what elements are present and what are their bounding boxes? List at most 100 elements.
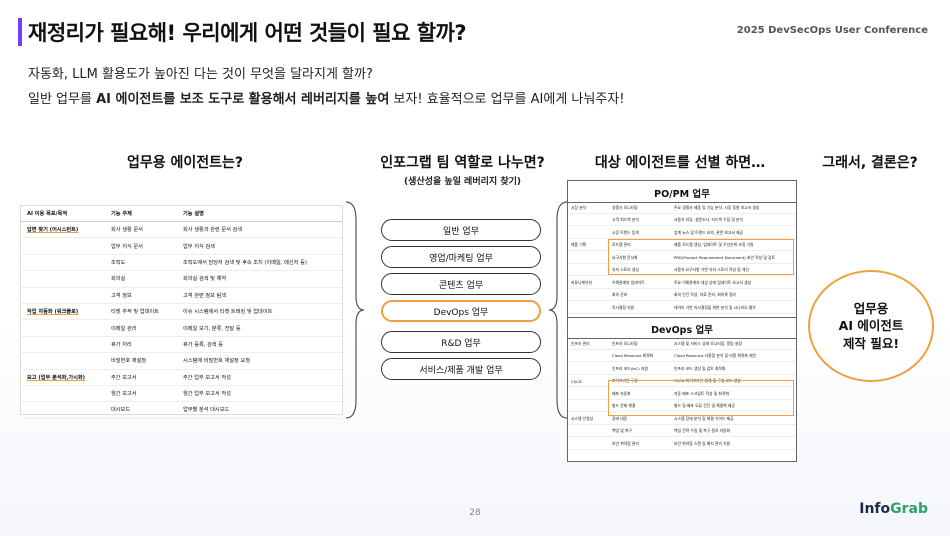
table-cell: 배포 자동화	[612, 390, 631, 396]
table-cell: 회의실 검색 및 예약	[183, 276, 227, 283]
table-cell: 회사 생활과 관련 문서 검색	[183, 227, 243, 234]
table-cell: 회의실	[111, 276, 126, 283]
table-cell: 주간 보고서	[111, 374, 137, 381]
table-row: 회의실 회의실 검색 및 예약	[21, 271, 342, 288]
table-cell: 인프라 모니터링	[612, 340, 638, 346]
table-row: 이메일 관리 이메일 보기, 분류, 전달 등	[21, 320, 342, 337]
table-header-cell: AI 이용 목표/목적	[27, 211, 68, 217]
selected-agents-panel: PO/PM 업무 시장 분석 경쟁사 모니터링 주요 경쟁사 제품 및 기능 분석,…	[567, 180, 797, 462]
table-cell: 사용자 리뷰, 설문조사, 티드백 수집 및 분석	[674, 217, 744, 223]
table-cell: 시스템 안정성	[571, 415, 594, 421]
table-cell: 회의 준비	[612, 292, 628, 298]
table-cell: 인프라 코드(IaC) 지원	[612, 365, 648, 371]
table-cell: 커뮤니케이션	[571, 279, 592, 285]
devops-section-title: DevOps 업무	[651, 325, 713, 336]
table-cell: 업계 뉴스 및 트렌드 요약, 관련 보고서 제공	[674, 229, 744, 235]
table-cell: 사용자 요구사항 기반 유저 스토리 작성 및 개선	[674, 267, 749, 273]
conclusion-circle: 업무용 AI 에이전트 제작 필요!	[808, 270, 934, 382]
table-cell: 시장 분석	[571, 204, 587, 210]
logo-part-a: Info	[859, 501, 891, 517]
table-row: 인프라 관리 인프라 모니터링 시스템 및 서비스 상태 모니터링, 알림 설정	[568, 339, 796, 350]
col2-heading: 인포그랩 팀 역할로 나누면?	[380, 155, 545, 171]
table-cell: 보고 (업무 분석화,가시화)	[27, 374, 86, 381]
table-cell: 빌드 문제 해결	[612, 403, 636, 409]
page-title: 재정리가 필요해! 우리에게 어떤 것들이 필요 할까?	[28, 21, 467, 45]
subtitle-line1: 자동화, LLM 활용도가 높아진 다는 것이 무엇을 달라지게 할까?	[28, 67, 373, 82]
table-cell: 유저 스토리 생성	[612, 267, 639, 273]
table-cell: 조직도에서 담당자 검색 및 후속 조치 (이메일, 메신저 등)	[183, 259, 307, 266]
divider	[568, 317, 796, 318]
subtitle-line2-post: 보자! 효율적으로 업무를 AI에게 나눠주자!	[389, 92, 625, 107]
table-cell: 주간 업무 보고서 작성	[183, 374, 231, 381]
table-cell: 회사 생활 문서	[111, 227, 143, 234]
table-cell: 이해관계자 업데이트	[612, 279, 645, 285]
table-cell: 제품 기획	[571, 242, 587, 248]
table-cell: 휴가 처리	[111, 341, 132, 348]
table-cell: 이메일 보기, 분류, 전달 등	[183, 325, 241, 332]
table-cell: 월간 업무 보고서 작성	[183, 391, 231, 398]
table-cell: 자동 배포 스크립트 작성 및 최적화	[674, 390, 729, 396]
role-pill-devops[interactable]: DevOps 업무	[381, 300, 541, 322]
po-section-title: PO/PM 업무	[654, 189, 710, 200]
col1-heading: 업무용 에이전트는?	[126, 155, 244, 171]
table-row: 유저 스토리 생성 사용자 요구사항 기반 유저 스토리 작성 및 개선	[568, 266, 796, 276]
logo-part-b: Grab	[890, 501, 928, 517]
table-cell: 제품 로드맵 생성, 업데이트 및 우선순위 조정 기원	[674, 242, 754, 248]
table-row: 보고 (업무 분석화,가시화) 주간 보고서 주간 업무 보고서 작성	[21, 370, 342, 386]
table-cell: 회의 안건 작성, 자료 준비, 회의록 정리	[674, 292, 737, 298]
title-accent-bar	[18, 18, 22, 46]
col3-heading: 대상 에이전트를 선별 하면…	[594, 155, 766, 171]
table-cell: 티켓 추적 및 업데이트	[111, 309, 159, 316]
table-cell: 시스템 장애 분석 및 해결 가이드 제공	[674, 415, 734, 421]
conclusion-line1: 업무용	[853, 300, 889, 316]
role-pill-sales[interactable]: 영업/마케팅 업무	[381, 246, 541, 268]
table-cell: PRD(Product Requirement Document) 초안 작성 …	[674, 254, 776, 260]
devops-highlight-box	[608, 380, 794, 416]
role-pill-product[interactable]: 서비스/제품 개발 업무	[381, 358, 541, 380]
conclusion-line2: AI 에이전트	[838, 318, 904, 334]
role-pill-rnd[interactable]: R&D 업무	[381, 331, 541, 353]
table-header-cell: 기능 주제	[111, 211, 132, 217]
table-row: 회의 준비 회의 안건 작성, 자료 준비, 회의록 정리	[568, 291, 796, 301]
infograb-logo: InfoGrab	[859, 501, 928, 517]
table-cell: 휴가 등록, 검색 등	[183, 341, 224, 348]
left-brace-icon	[345, 201, 365, 419]
table-cell: 경쟁사 모니터링	[612, 204, 638, 210]
table-row: 시스템 안정성 장애 대응 시스템 장애 분석 및 해결 가이드 제공	[568, 414, 796, 425]
table-cell: 고객 관련 정보 탐색	[183, 292, 227, 299]
table-header: AI 이용 목표/목적 기능 주제 기능 설명	[21, 206, 342, 222]
agent-function-table: AI 이용 목표/목적 기능 주제 기능 설명 답변 찾기 (어시스턴트)회사 …	[20, 205, 343, 419]
col2-subheading: (생산성을 높일 레버리지 찾기)	[404, 177, 521, 187]
table-row: 배포 자동화 자동 배포 스크립트 작성 및 최적화	[568, 389, 796, 400]
table-row: 요구사항 문서화 PRD(Product Requirement Document…	[568, 253, 796, 264]
po-highlight-box	[608, 239, 794, 275]
conference-label: 2025 DevSecOps User Conference	[736, 25, 928, 36]
table-cell: 시스템 및 서비스 상태 모니터링, 알림 설정	[674, 340, 742, 346]
role-pill-general[interactable]: 일반 업무	[381, 219, 541, 241]
table-cell: 주요 경쟁사 제품 및 기능 분석, 시장 동향 보고서 생성	[674, 204, 760, 210]
table-cell: 장애 대응	[612, 415, 628, 421]
table-cell: 이메일 관리	[111, 325, 137, 332]
table-cell: 작사결정 지원	[612, 304, 635, 310]
table-cell: 조직도	[111, 259, 126, 266]
table-cell: 백업 전략 수립 및 복구 절차 자동화	[674, 428, 731, 434]
page-number: 28	[469, 508, 481, 518]
table-cell: 요구사항 문서화	[612, 254, 638, 260]
table-cell: Cloud Resource 최적화	[612, 353, 654, 359]
table-cell: 시장 트렌드 탐색	[612, 229, 639, 235]
divider	[568, 338, 796, 339]
table-cell: 인프라 관리	[571, 340, 590, 346]
role-pill-content[interactable]: 콘텐츠 업무	[381, 273, 541, 295]
